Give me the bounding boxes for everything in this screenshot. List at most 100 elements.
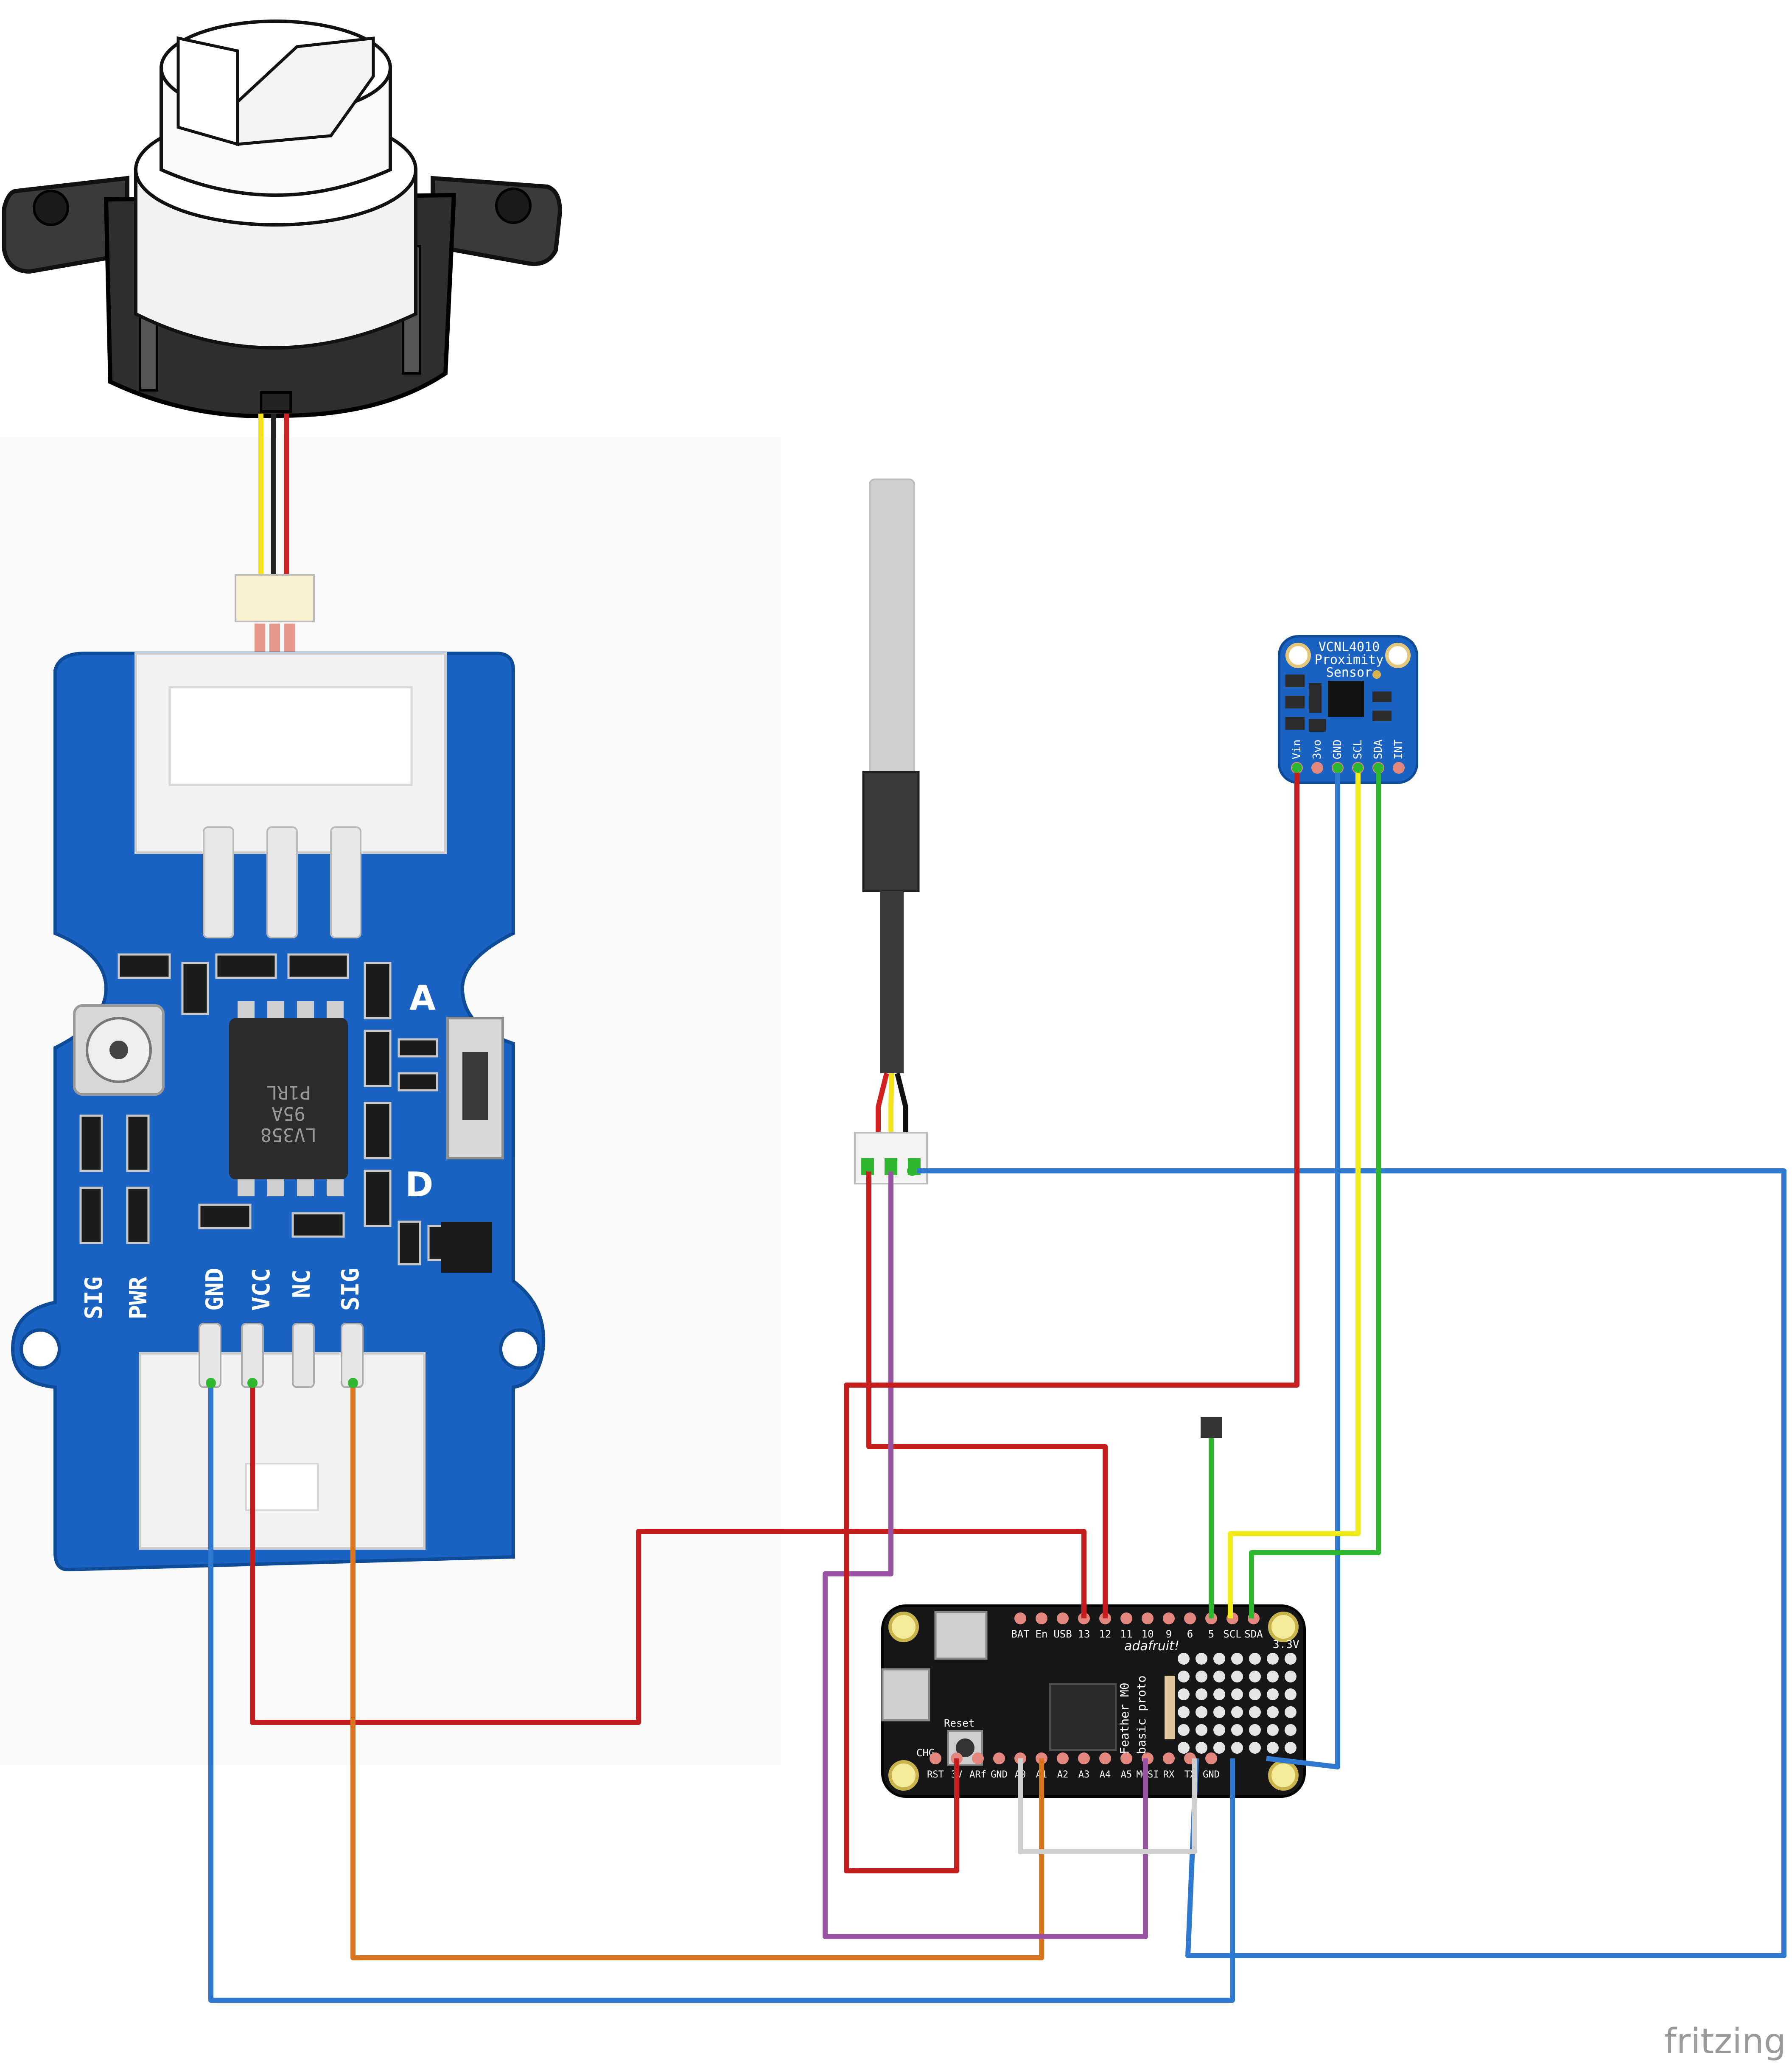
proto-hole [1285,1653,1296,1665]
feather-top-label: 5 [1208,1628,1214,1640]
proto-hole [1196,1688,1207,1700]
wire-vcnl-scl [1228,768,1361,1618]
feather-bottom-pin [972,1752,984,1764]
feather-bottom-label: A3 [1078,1769,1090,1780]
feather-model-line1: Feather M0 [1117,1682,1131,1754]
feather-top-pin [1057,1612,1069,1624]
label-vcc: VCC [248,1268,275,1311]
vcnl-pin-scl: SCL [1352,739,1364,759]
feather-top-label: 10 [1142,1628,1154,1640]
proto-hole [1267,1742,1279,1754]
vcnl-pin-vin: Vin [1291,739,1303,759]
proto-hole [1178,1653,1190,1665]
proto-hole [1285,1706,1296,1718]
feather-top-label: 13 [1078,1628,1090,1640]
proto-hole [1213,1742,1225,1754]
proto-hole [1249,1688,1261,1700]
feather-top-pin [1184,1612,1196,1624]
feather-bottom-pin [930,1752,941,1764]
proto-hole [1231,1688,1243,1700]
connection-dots [206,763,1383,1388]
proto-hole [1249,1671,1261,1682]
proto-hole [1285,1671,1296,1682]
wire-vcnl-gnd [1266,768,1340,1769]
feather-top-pin [1036,1612,1047,1624]
feather-top-pin [1120,1612,1132,1624]
proto-hole [1231,1724,1243,1736]
feather-bottom-label: GND [1203,1769,1220,1780]
wire-grove-gnd [208,1383,1235,2003]
feather-top-label: USB [1053,1628,1072,1640]
wire-grove-sig [350,1383,1044,1960]
label-nc: NC [288,1270,316,1298]
wire-vcnl-vin [844,768,1299,1873]
wire-grove-vcc [250,1383,1086,1725]
feather-bottom-pin [1205,1752,1217,1764]
vcnl-pin-sda: SDA [1372,739,1385,759]
grove-sensor-board: P1RL 95A LV358 A D SIG PWR GND VCC NC SI… [11,652,546,1572]
proto-hole [1267,1724,1279,1736]
proto-hole [1231,1671,1243,1682]
header-pin [1201,1417,1222,1438]
feather-top-label: En [1036,1628,1048,1640]
proto-hole [1178,1688,1190,1700]
wire-analog-jumper [1018,1758,1197,1854]
temperature-probe [854,479,928,1184]
feather-bottom-label: GND [991,1769,1008,1780]
proto-hole [1231,1742,1243,1754]
proto-hole [1213,1706,1225,1718]
wire-probe-data [823,1167,1148,1939]
proto-hole [1285,1724,1296,1736]
feather-top-pin [1163,1612,1175,1624]
switch-label-a: A [409,978,436,1018]
chip-marking-3: LV358 [260,1124,316,1145]
proto-hole [1249,1724,1261,1736]
label-reset: Reset [944,1717,974,1729]
feather-top-label: 9 [1166,1628,1172,1640]
label-pwr: PWR [125,1276,152,1319]
feather-bottom-pin [1078,1752,1090,1764]
vcnl-pin-int: INT [1392,739,1405,759]
feather-bottom-label: A5 [1121,1769,1132,1780]
proto-hole [1178,1671,1190,1682]
feather-top-label: SDA [1244,1628,1263,1640]
feather-bottom-label: RX [1163,1769,1175,1780]
chip-marking-1: P1RL [266,1081,311,1103]
feather-brand: adafruit! [1124,1639,1179,1654]
feather-top-label: BAT [1011,1628,1029,1640]
feather-bottom-pin [993,1752,1005,1764]
feather-bottom-label: A4 [1100,1769,1111,1780]
proto-hole [1213,1653,1225,1665]
proto-hole [1213,1671,1225,1682]
proto-hole [1267,1688,1279,1700]
vcnl-subtitle: Proximity [1315,652,1384,667]
proto-hole [1285,1688,1296,1700]
fritzing-watermark: fritzing [1664,2021,1786,2062]
feather-top-pin [1014,1612,1026,1624]
proto-hole [1196,1742,1207,1754]
feather-bottom-pin [1057,1752,1069,1764]
wire-probe-power [866,1167,1108,1618]
proto-hole [1178,1742,1190,1754]
proto-hole [1196,1724,1207,1736]
feather-bottom-label: ARf [969,1769,986,1780]
switch-label-d: D [405,1165,433,1204]
label-3v3: 3.3V [1273,1638,1299,1651]
proto-hole [1267,1671,1279,1682]
proto-hole [1249,1653,1261,1665]
feather-bottom-pin [1099,1752,1111,1764]
proto-hole [1249,1742,1261,1754]
vcnl-subtitle-2: Sensor [1326,665,1372,680]
feather-m0-board: adafruit! Feather M0 basic proto 3.3V CH… [881,1604,1306,1798]
proto-hole [1267,1706,1279,1718]
feather-top-label: 11 [1120,1628,1133,1640]
feather-bottom-pins [930,1752,1217,1764]
wire-vcnl-sda [1249,768,1381,1618]
feather-bottom-pin [1120,1752,1132,1764]
proto-hole [1178,1724,1190,1736]
label-sig-left: SIG [80,1276,108,1319]
proto-hole [1196,1671,1207,1682]
